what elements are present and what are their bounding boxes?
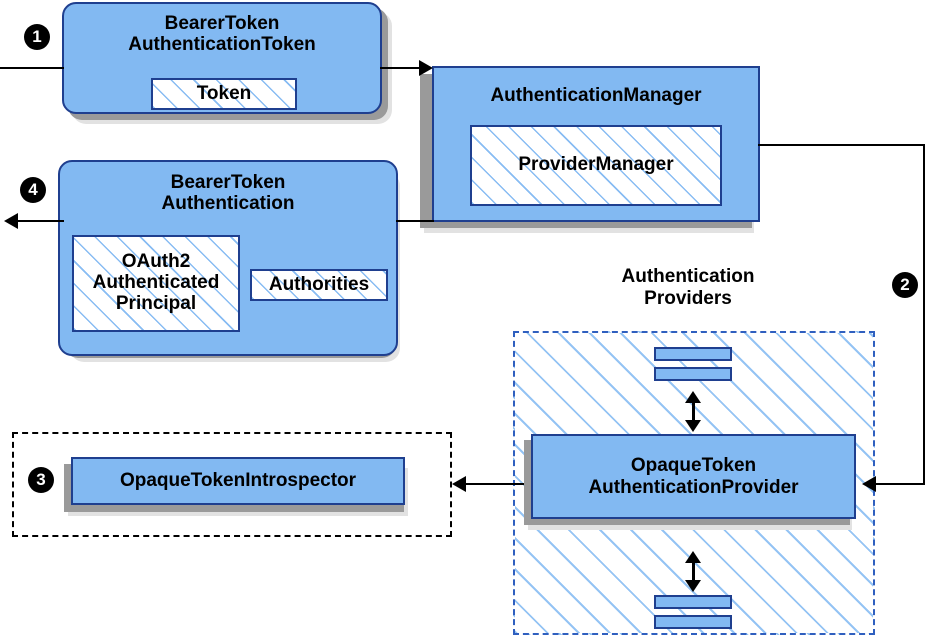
connector-manager-to-provider-bottom (874, 483, 925, 485)
oauth2-authenticated-principal-label: OAuth2 Authenticated Principal (92, 251, 220, 314)
provider-link-bottom-arrow-down (685, 580, 701, 592)
connector-request-in (0, 67, 64, 69)
authentication-providers-group-label: Authentication Providers (621, 266, 755, 309)
oauth2-authenticated-principal-box[interactable]: OAuth2 Authenticated Principal (72, 235, 240, 332)
opaque-token-introspector-label: OpaqueTokenIntrospector (119, 470, 357, 492)
step-badge-4: 4 (20, 177, 46, 203)
step-badge-3: 3 (28, 467, 54, 493)
opaque-token-introspector[interactable]: OpaqueTokenIntrospector (71, 457, 405, 505)
provider-bar-top-1 (654, 347, 732, 361)
connector-authentication-out-arrowhead (4, 213, 18, 229)
provider-link-bottom-arrow-up (685, 551, 701, 563)
step-badge-1: 1 (24, 24, 50, 50)
step-badge-2: 2 (892, 272, 918, 298)
connector-token-to-manager (380, 67, 426, 69)
token-inner-label: Token (196, 82, 252, 104)
connector-provider-to-introspector-arrowhead (452, 476, 466, 492)
opaque-token-authentication-provider[interactable]: OpaqueToken AuthenticationProvider (531, 434, 856, 519)
provider-bar-top-2 (654, 367, 732, 381)
authentication-manager-label: AuthenticationManager (490, 85, 702, 106)
connector-manager-to-provider-arrowhead (862, 476, 876, 492)
provider-manager-label: ProviderManager (518, 154, 674, 176)
authorities-label: Authorities (268, 273, 370, 295)
bearer-token-authentication-label: BearerToken Authentication (161, 172, 295, 215)
connector-manager-to-provider-vertical (923, 144, 925, 485)
provider-link-bottom-line (692, 558, 695, 584)
bearer-token-authentication-token-label: BearerToken AuthenticationToken (128, 13, 316, 56)
provider-link-top-arrow-down (685, 420, 701, 432)
provider-manager-inner-box[interactable]: ProviderManager (470, 125, 722, 206)
provider-bar-bottom-1 (654, 595, 732, 609)
connector-provider-to-introspector (464, 483, 524, 485)
opaque-token-authentication-provider-label: OpaqueToken AuthenticationProvider (588, 455, 799, 498)
connector-authentication-out (18, 220, 64, 222)
authorities-box[interactable]: Authorities (250, 269, 388, 301)
connector-manager-to-provider-top (758, 144, 925, 146)
introspector-group (12, 432, 452, 537)
provider-bar-bottom-2 (654, 615, 732, 629)
provider-link-top-line (692, 398, 695, 424)
provider-link-top-arrow-up (685, 391, 701, 403)
connector-manager-to-authentication (396, 220, 434, 222)
token-inner-box[interactable]: Token (151, 78, 297, 110)
connector-token-to-manager-arrowhead (419, 60, 433, 76)
